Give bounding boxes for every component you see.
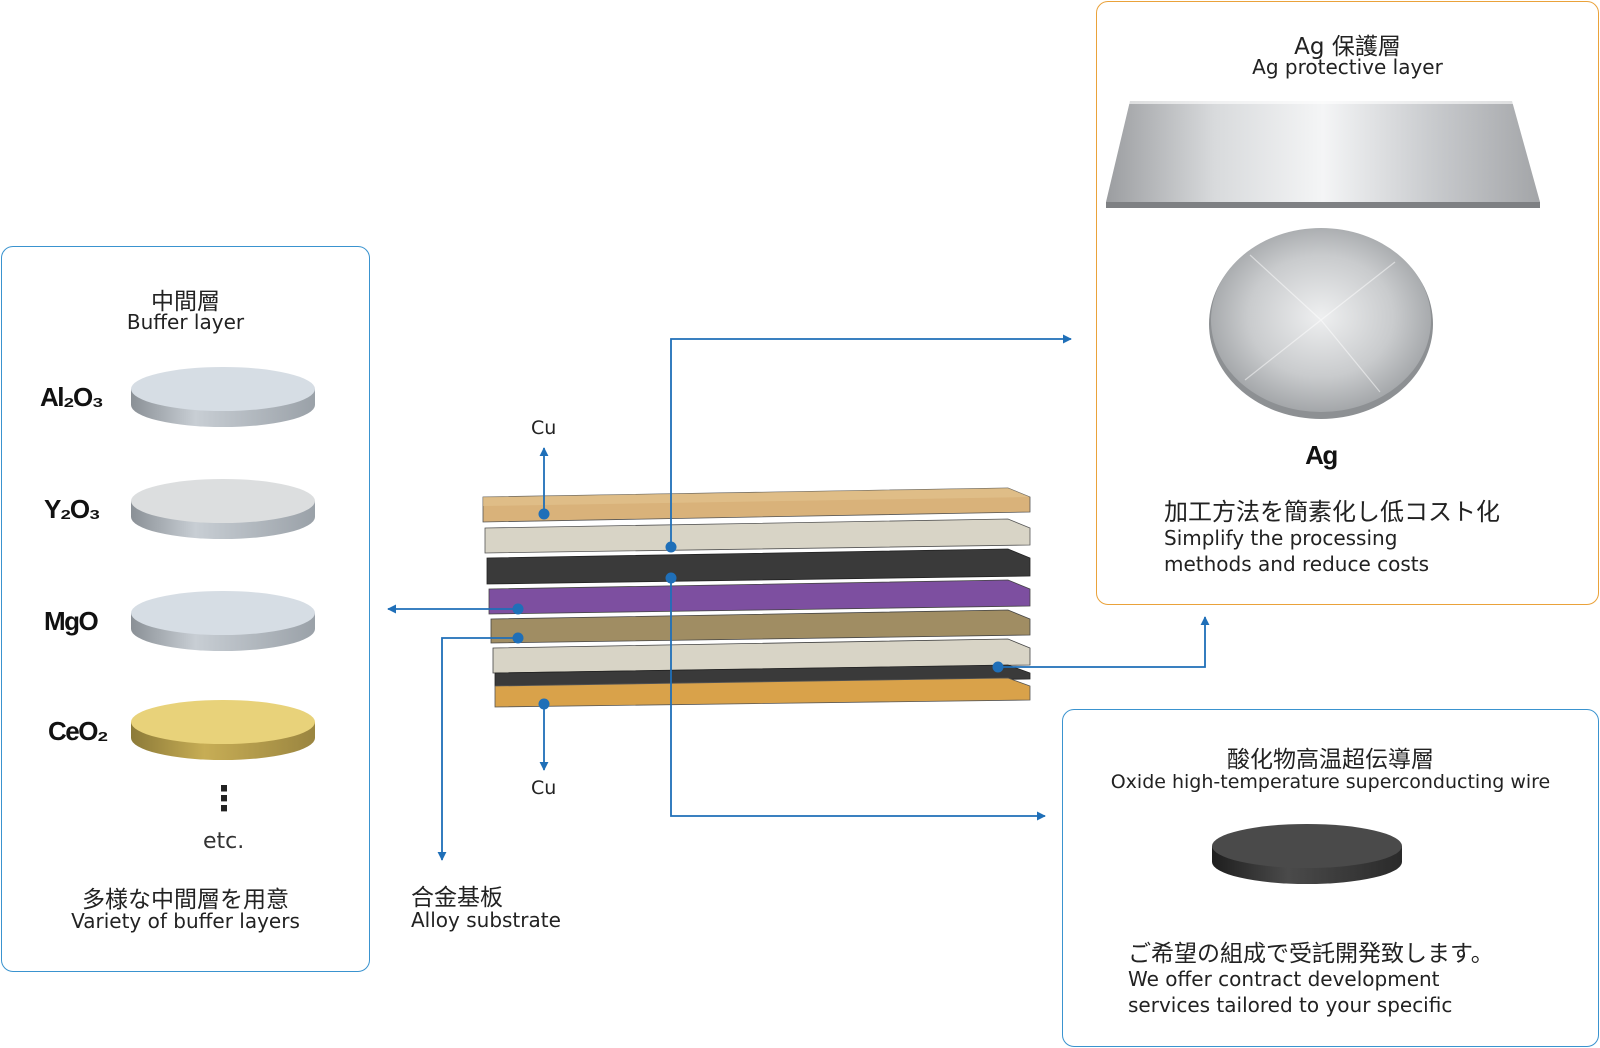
oxide-desc-en-1: We offer contract development	[1128, 967, 1440, 991]
material-label-y2o3: Y₂O₃	[44, 494, 101, 524]
layer-cu-top	[482, 487, 1031, 523]
layer-buffer	[488, 579, 1031, 615]
oxide-title-ja: 酸化物高温超伝導層	[1227, 747, 1434, 773]
buffer-layer-panel	[1, 246, 370, 972]
connector-dots	[512, 508, 1004, 710]
ag-disc-image	[1209, 228, 1433, 419]
ag-plate-image	[1106, 101, 1540, 208]
ag-material-label: Ag	[1305, 440, 1338, 470]
layer-ag-top	[484, 518, 1031, 554]
oxide-desc-en-2: services tailored to your specific	[1128, 993, 1453, 1017]
dot-cu-top	[538, 508, 550, 520]
layer-hts	[486, 548, 1031, 585]
connector-substrate	[437, 637, 518, 861]
substrate-label-en: Alloy substrate	[411, 908, 561, 932]
oxide-title-en: Oxide high-temperature superconducting w…	[1110, 771, 1551, 793]
connectors	[387, 334, 1210, 861]
etc-label: etc.	[203, 829, 245, 854]
ag-desc-en-1: Simplify the processing	[1164, 526, 1398, 550]
dot-buffer	[512, 603, 524, 615]
layer-cu-bottom	[494, 677, 1031, 708]
substrate-label-ja: 合金基板	[411, 885, 503, 911]
dot-hts	[665, 572, 677, 584]
layer-stack	[482, 487, 1031, 708]
ellipsis-vertical-icon: ⋮	[207, 779, 241, 819]
buffer-title-ja: 中間層	[151, 289, 220, 315]
dot-cu-bottom	[538, 698, 550, 710]
connector-ag-bottom	[998, 616, 1210, 668]
buffer-disc-y2o3	[131, 479, 315, 539]
buffer-disc-al2o3	[131, 367, 315, 427]
material-label-al2o3: Al₂O₃	[40, 382, 104, 412]
dot-substrate	[512, 632, 524, 644]
layer-ag-bottom	[492, 638, 1031, 674]
ag-protective-layer-panel	[1096, 1, 1599, 605]
material-label-mgo: MgO	[44, 606, 99, 636]
ag-title-ja: Ag 保護層	[1294, 34, 1401, 60]
ag-desc-ja: 加工方法を簡素化し低コスト化	[1164, 498, 1500, 526]
buffer-footer-en: Variety of buffer layers	[71, 909, 300, 933]
material-label-ceo2: CeO₂	[48, 716, 109, 746]
oxide-desc-ja: ご希望の組成で受託開発致します。	[1128, 941, 1494, 967]
dot-ag-bottom	[992, 661, 1004, 673]
buffer-footer-ja: 多様な中間層を用意	[82, 887, 289, 913]
connector-ag	[670, 334, 1072, 546]
hts-disc-image	[1212, 824, 1402, 884]
layer-substrate	[490, 609, 1031, 644]
connector-hts	[670, 578, 1046, 821]
ag-desc-en-2: methods and reduce costs	[1164, 552, 1430, 576]
ag-title-en: Ag protective layer	[1252, 55, 1443, 79]
cu-top-label: Cu	[531, 417, 557, 439]
buffer-title-en: Buffer layer	[126, 310, 245, 334]
cu-bottom-label: Cu	[531, 777, 557, 799]
dot-ag-top	[665, 541, 677, 553]
oxide-hts-panel	[1062, 709, 1599, 1047]
buffer-disc-ceo2	[131, 700, 315, 760]
buffer-disc-mgo	[131, 591, 315, 651]
